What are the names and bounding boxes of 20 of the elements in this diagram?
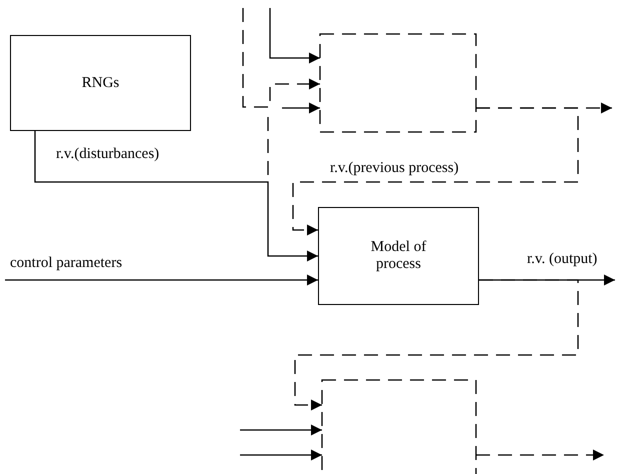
process-box <box>10 35 191 131</box>
edge-label: r.v.(previous process) <box>330 160 459 177</box>
dashed-box <box>322 380 476 474</box>
edge-label: r.v. (output) <box>527 251 598 268</box>
arrow <box>294 279 579 410</box>
arrow <box>240 450 322 460</box>
arrow <box>476 102 612 114</box>
arrow <box>5 274 318 286</box>
arrow <box>269 8 320 64</box>
arrow <box>34 131 318 262</box>
arrow <box>476 450 604 460</box>
box-label: Model of process <box>370 239 428 273</box>
arrow <box>282 102 320 114</box>
edge-label: r.v.(disturbances) <box>56 146 160 163</box>
dashed-box <box>320 34 476 132</box>
arrow <box>240 424 322 436</box>
process-box <box>318 207 479 305</box>
edge-label: control parameters <box>10 255 122 272</box>
box-label: RNGs <box>82 74 120 92</box>
arrow <box>242 8 320 108</box>
